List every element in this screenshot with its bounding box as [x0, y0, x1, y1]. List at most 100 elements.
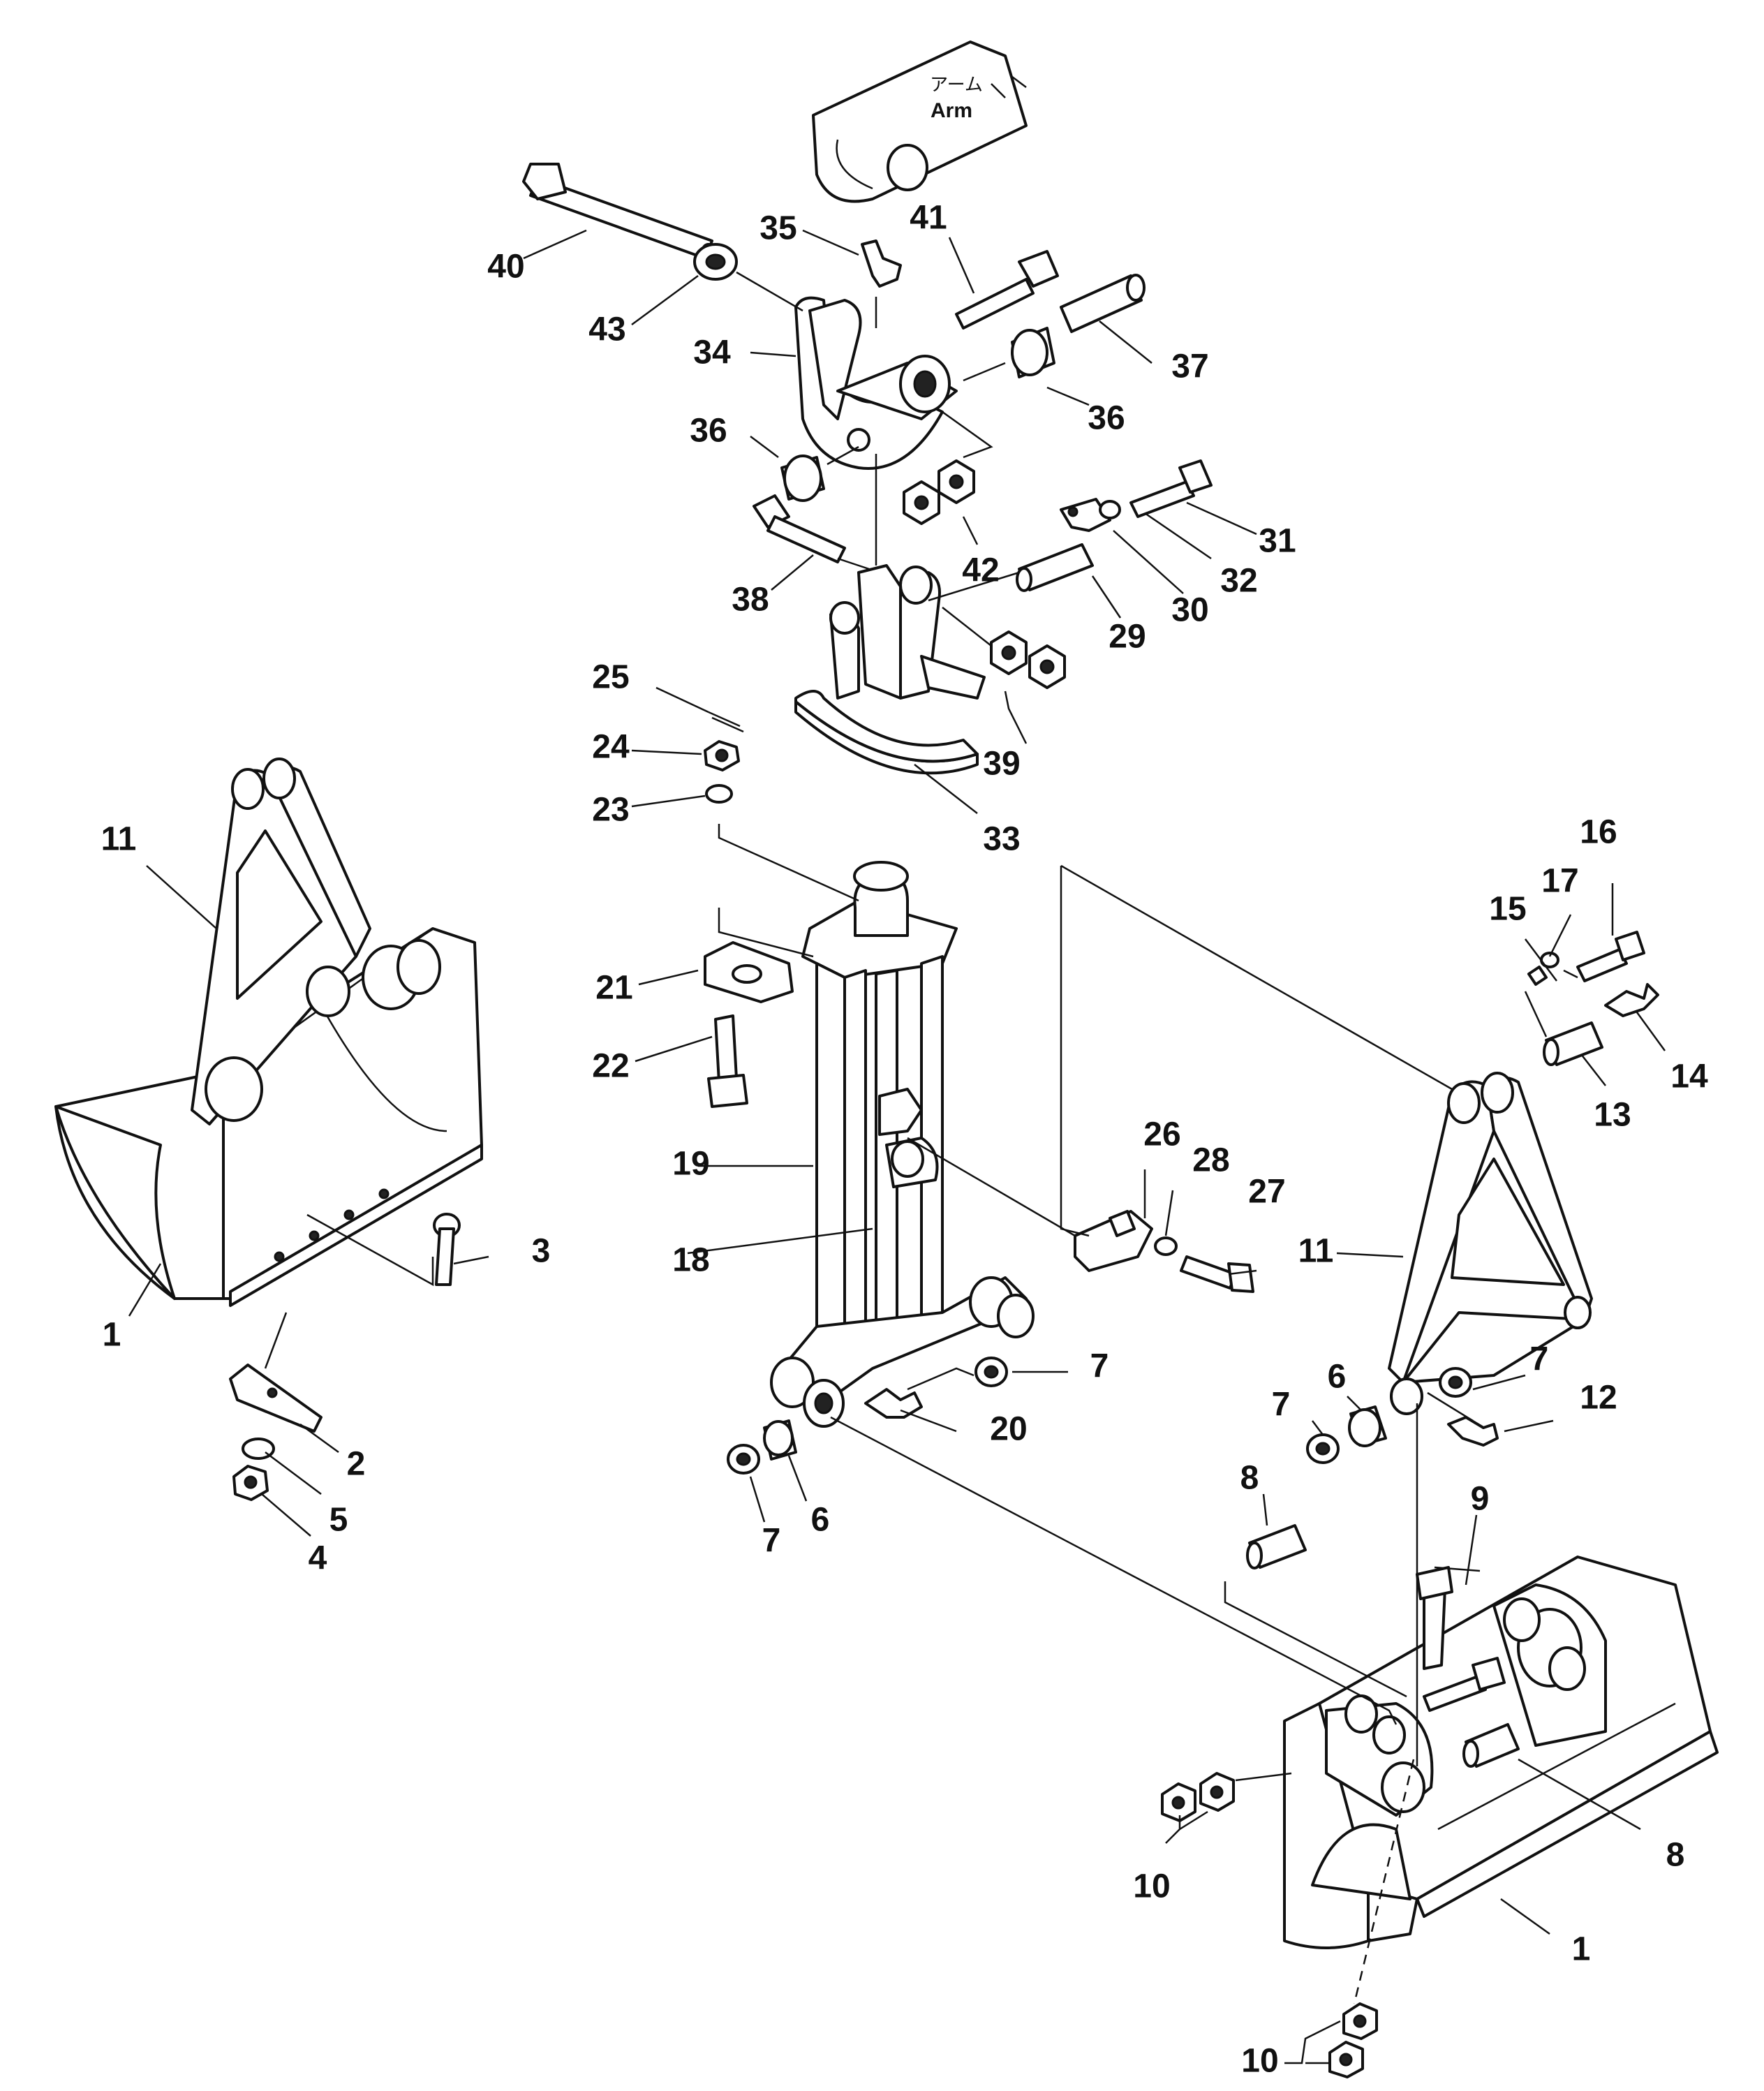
washer-43 [693, 243, 738, 281]
leader-lines [128, 229, 1666, 2064]
label-17: 17 [1541, 863, 1578, 900]
label-40: 40 [487, 249, 524, 286]
label-14: 14 [1670, 1058, 1708, 1095]
washer-23 [705, 784, 733, 804]
label-26: 26 [1143, 1116, 1180, 1153]
label-11-left: 11 [101, 821, 137, 858]
swivel-base-33 [794, 564, 986, 775]
label-9: 9 [1471, 1481, 1490, 1518]
grease-fitting-12 [1447, 1416, 1499, 1447]
clamp-21 [704, 941, 794, 1003]
cotter-pin-25 [708, 711, 744, 733]
link-11-right [1388, 1072, 1593, 1415]
arm-part [812, 40, 1028, 203]
label-10-upper: 10 [1133, 1868, 1170, 1905]
lock-plate-30 [1060, 498, 1111, 532]
nut-7-right-a [1306, 1433, 1340, 1464]
label-30: 30 [1171, 592, 1208, 629]
washer-32 [1099, 500, 1121, 519]
nuts-10-upper [1161, 1772, 1235, 1822]
label-7-right-b: 7 [1530, 1341, 1549, 1378]
arm-label-jp: アーム [930, 75, 983, 96]
label-21: 21 [595, 970, 632, 1007]
label-7-center-b: 7 [762, 1523, 781, 1560]
bolt-16 [1576, 931, 1645, 982]
label-23: 23 [592, 792, 629, 829]
label-10-lower: 10 [1241, 2043, 1278, 2080]
label-5: 5 [329, 1502, 348, 1539]
keeper-15 [1527, 966, 1548, 986]
label-19: 19 [672, 1146, 709, 1183]
label-43: 43 [588, 311, 625, 348]
pin-40 [522, 163, 716, 260]
label-32: 32 [1220, 563, 1257, 600]
pin-13 [1543, 1021, 1603, 1066]
bolt-22 [707, 1014, 748, 1108]
nut-24 [704, 740, 740, 771]
nuts-39 [990, 630, 1066, 689]
arm-label-en: Arm [931, 99, 972, 122]
label-13: 13 [1594, 1097, 1631, 1134]
label-39: 39 [983, 746, 1020, 783]
bolt-9-a [1416, 1566, 1453, 1670]
label-33: 33 [983, 821, 1020, 858]
bushing-36-upper [1011, 327, 1055, 378]
label-4: 4 [309, 1540, 327, 1577]
pin-8-upper [1246, 1524, 1307, 1569]
pin-37 [1060, 274, 1146, 333]
label-34: 34 [693, 334, 731, 371]
link-11-left [191, 758, 441, 1125]
assembly-lines [264, 271, 1578, 2004]
label-25: 25 [592, 659, 629, 696]
nut-7-center-right [974, 1357, 1008, 1387]
label-24: 24 [592, 729, 630, 766]
label-42: 42 [962, 552, 999, 589]
bushing-6-center [763, 1419, 797, 1461]
label-6-right: 6 [1328, 1359, 1347, 1396]
pin-29 [1016, 543, 1094, 592]
bolt-9-b [1423, 1657, 1506, 1712]
label-38: 38 [732, 582, 769, 619]
pin-8-lower [1462, 1723, 1520, 1768]
bolt-27 [1180, 1255, 1254, 1293]
label-12: 12 [1580, 1380, 1617, 1417]
label-16: 16 [1580, 814, 1617, 851]
label-18: 18 [672, 1242, 709, 1279]
nut-4 [232, 1465, 269, 1501]
label-36-left: 36 [690, 413, 727, 450]
label-22: 22 [592, 1048, 629, 1085]
label-27: 27 [1248, 1174, 1285, 1211]
nut-7-right-b [1439, 1367, 1472, 1398]
label-7-right-a: 7 [1272, 1387, 1291, 1424]
label-20: 20 [990, 1411, 1027, 1448]
bushing-36-lower [780, 455, 825, 502]
label-11-right: 11 [1298, 1233, 1334, 1270]
tooth-2 [229, 1364, 323, 1433]
label-35: 35 [759, 210, 796, 247]
grease-fitting-35 [861, 239, 902, 288]
grease-fitting-14 [1604, 983, 1659, 1017]
label-37: 37 [1171, 348, 1208, 385]
bolt-41 [955, 250, 1059, 330]
label-36-right: 36 [1088, 400, 1125, 437]
label-3: 3 [532, 1233, 551, 1270]
bracket-34 [794, 296, 958, 470]
label-7-center-a: 7 [1090, 1348, 1109, 1385]
bucket-left-1 [54, 927, 483, 1307]
bolt-3 [433, 1213, 461, 1286]
bushing-6-right [1348, 1405, 1387, 1447]
label-8-upper: 8 [1240, 1460, 1259, 1497]
nuts-10-lower [1328, 2002, 1378, 2078]
label-28: 28 [1192, 1142, 1229, 1179]
label-15: 15 [1489, 891, 1526, 928]
part-number-labels: 1 1 2 3 4 5 6 6 7 7 7 7 8 8 9 10 10 11 1… [101, 200, 1708, 2080]
shim-26 [1074, 1210, 1153, 1272]
label-1-right: 1 [1572, 1931, 1591, 1968]
bolt-31 [1129, 459, 1213, 518]
label-2: 2 [347, 1446, 366, 1483]
bolt-38 [753, 494, 846, 563]
cylinder-frame-19 [770, 861, 1035, 1428]
label-29: 29 [1109, 619, 1146, 656]
label-31: 31 [1259, 523, 1296, 560]
